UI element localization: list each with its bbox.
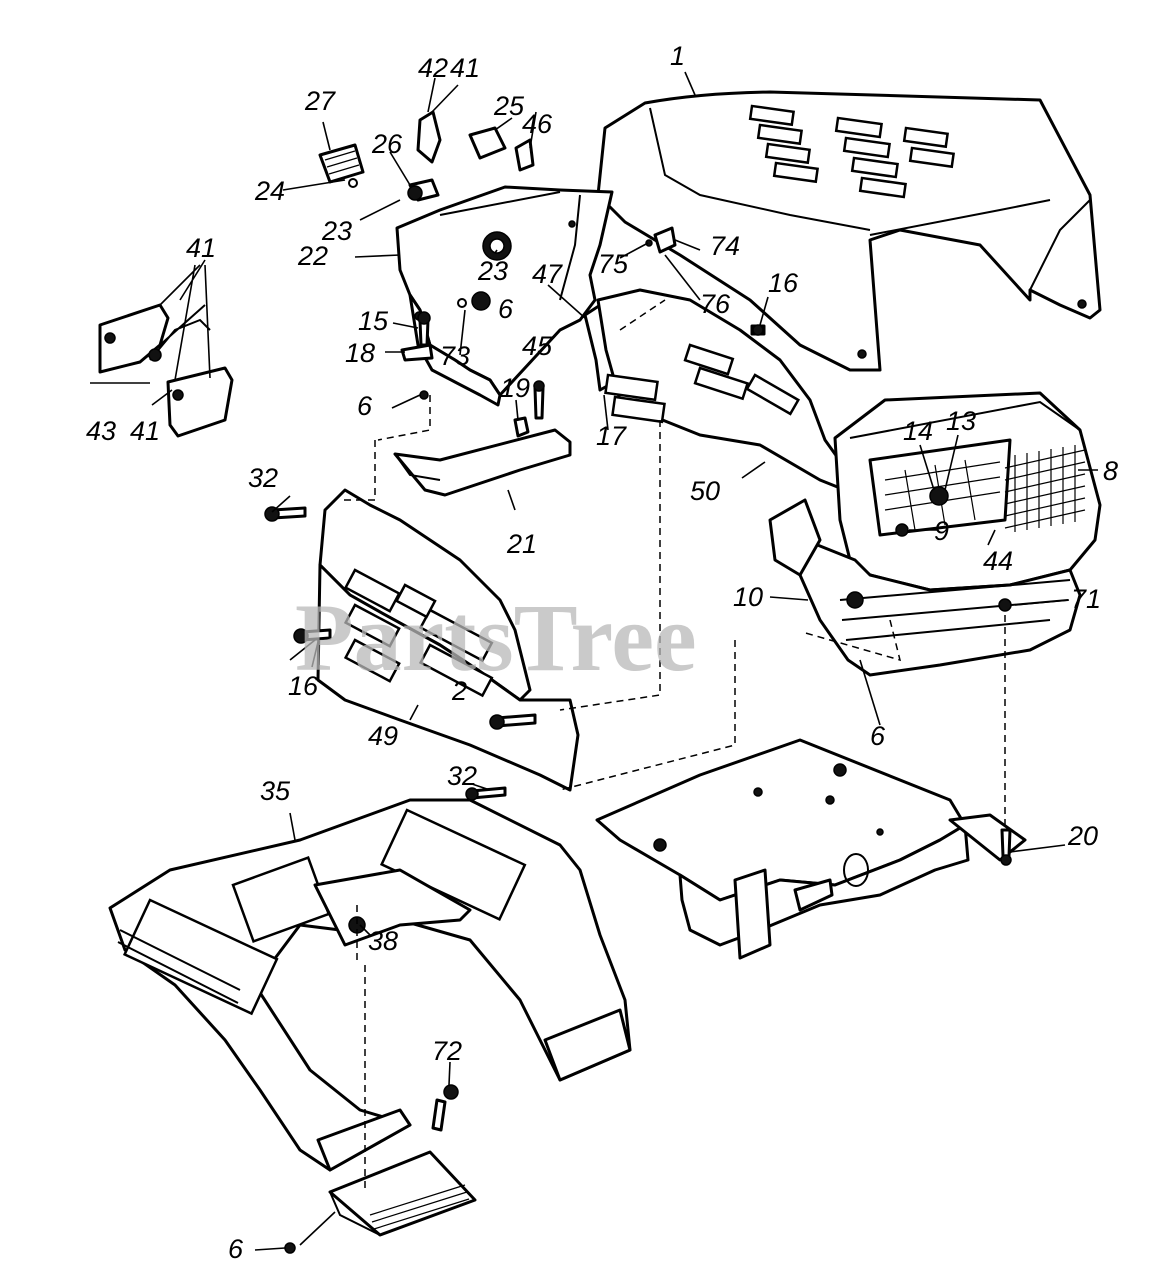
watermark: PartsTree xyxy=(295,584,697,691)
callout-8: 8 xyxy=(1103,456,1118,486)
callout-14: 14 xyxy=(903,416,933,446)
callout-9: 9 xyxy=(934,516,949,546)
callout-labels: 1 2 6 6 6 6 8 9 10 13 14 15 16 16 17 18 … xyxy=(86,41,1118,1264)
callout-41: 41 xyxy=(130,416,160,446)
callout-23: 23 xyxy=(321,216,352,246)
callout-43: 43 xyxy=(86,416,116,446)
callout-32: 32 xyxy=(248,463,278,493)
callout-22: 22 xyxy=(297,241,328,271)
callout-6: 6 xyxy=(498,294,514,324)
callout-27: 27 xyxy=(304,86,336,116)
top-small-parts xyxy=(318,110,535,311)
callout-13: 13 xyxy=(946,406,976,436)
callout-24: 24 xyxy=(254,176,285,206)
callout-49: 49 xyxy=(368,721,398,751)
callout-19: 19 xyxy=(500,373,530,403)
callout-32: 32 xyxy=(447,761,477,791)
callout-23: 23 xyxy=(477,256,508,286)
callout-2: 2 xyxy=(451,676,467,706)
alignment-lines xyxy=(340,299,1006,1190)
dash-panel xyxy=(395,185,614,407)
callout-6: 6 xyxy=(357,391,373,421)
callout-46: 46 xyxy=(522,109,553,139)
callout-10: 10 xyxy=(733,582,763,612)
callout-26: 26 xyxy=(371,129,403,159)
callout-73: 73 xyxy=(440,341,470,371)
callout-47: 47 xyxy=(532,259,563,289)
callout-21: 21 xyxy=(506,529,537,559)
hood-vents xyxy=(748,104,956,199)
callout-71: 71 xyxy=(1071,584,1101,614)
callout-1: 1 xyxy=(670,41,685,71)
leader-lines xyxy=(151,71,1098,1251)
callout-16: 16 xyxy=(288,671,319,701)
callout-38: 38 xyxy=(368,926,398,956)
callout-75: 75 xyxy=(598,249,629,279)
callout-74: 74 xyxy=(710,231,740,261)
lower-dash-49 xyxy=(316,488,580,792)
callout-17: 17 xyxy=(596,421,627,451)
callout-16: 16 xyxy=(768,268,799,298)
headlight-grille xyxy=(1004,445,1086,532)
nose-grille xyxy=(768,391,1102,677)
fender xyxy=(108,798,632,1172)
callout-15: 15 xyxy=(358,306,389,336)
callout-18: 18 xyxy=(345,338,375,368)
callout-44: 44 xyxy=(983,546,1013,576)
hood xyxy=(596,90,1102,372)
frame xyxy=(595,738,1027,960)
callout-45: 45 xyxy=(522,331,553,361)
callout-41: 41 xyxy=(450,53,480,83)
foot-bracket xyxy=(328,1150,477,1237)
callout-35: 35 xyxy=(260,776,291,806)
callout-20: 20 xyxy=(1067,821,1098,851)
fasteners xyxy=(264,226,1012,1254)
bracket-21 xyxy=(393,428,572,497)
callout-6: 6 xyxy=(870,721,886,751)
callout-6: 6 xyxy=(228,1234,244,1264)
callout-72: 72 xyxy=(432,1036,462,1066)
callout-42: 42 xyxy=(418,53,448,83)
callout-76: 76 xyxy=(700,289,731,319)
callout-41: 41 xyxy=(186,233,216,263)
callout-25: 25 xyxy=(493,91,525,121)
callout-50: 50 xyxy=(690,476,720,506)
